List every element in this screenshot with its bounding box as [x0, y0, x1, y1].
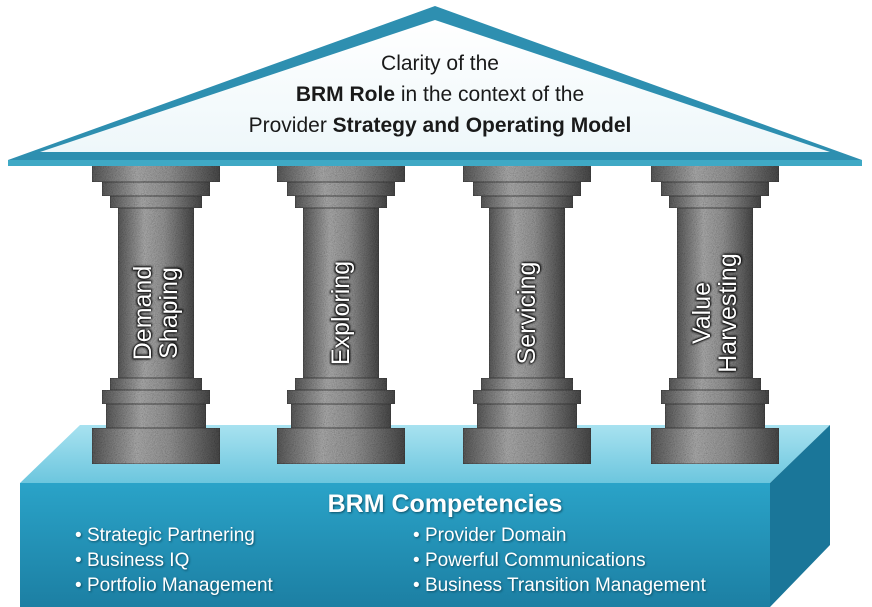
- list-item: Strategic Partnering: [75, 523, 273, 548]
- roof-caption: Clarity of the BRM Role in the context o…: [140, 48, 740, 141]
- roof-line-3: Provider Strategy and Operating Model: [140, 110, 740, 141]
- pillar-2-line-1: Exploring: [327, 260, 355, 366]
- pillar-3-shaft: [488, 207, 566, 379]
- pillars-group: [91, 159, 780, 465]
- pillar-4-capital-neck: [668, 195, 762, 209]
- pillar-2-plinth: [276, 427, 406, 465]
- pillar-4-line-1: Value: [688, 281, 716, 345]
- list-item: Business Transition Management: [413, 573, 706, 598]
- pillar-2-base-ring-2: [286, 389, 396, 405]
- pillar-2-capital-neck: [294, 195, 388, 209]
- list-item: Portfolio Management: [75, 573, 273, 598]
- pillar-4: [650, 159, 780, 465]
- pillar-1-capital-neck: [109, 195, 203, 209]
- pillar-4-base-torus: [664, 403, 766, 429]
- roof-line-2: BRM Role in the context of the: [140, 79, 740, 110]
- pillar-4-capital-ring: [660, 181, 770, 197]
- roof-line-3-bold: Strategy and Operating Model: [332, 114, 632, 137]
- pillar-3-capital-neck: [480, 195, 574, 209]
- pillar-2: [276, 159, 406, 465]
- pillar-label-servicing: Servicing: [497, 238, 557, 388]
- pillar-3-plinth: [462, 427, 592, 465]
- list-item: Provider Domain: [413, 523, 706, 548]
- pillar-3-capital-ring: [472, 181, 582, 197]
- pillar-3-base-ring-2: [472, 389, 582, 405]
- list-item: Powerful Communications: [413, 548, 706, 573]
- list-item: Business IQ: [75, 548, 273, 573]
- pillar-3: [462, 159, 592, 465]
- competencies-right-list: Provider Domain Powerful Communications …: [413, 523, 706, 598]
- pillar-4-line-2: Harvesting: [714, 253, 742, 373]
- pillar-4-base-ring-2: [660, 389, 770, 405]
- pillar-1: [91, 159, 221, 465]
- base-title: BRM Competencies: [327, 490, 563, 518]
- pillar-3-base-torus: [476, 403, 578, 429]
- pillar-1-line-1: Demand: [129, 265, 157, 361]
- pillar-label-exploring: Exploring: [311, 238, 371, 388]
- roof-line-1: Clarity of the: [381, 52, 499, 75]
- pillar-3-line-1: Servicing: [513, 261, 541, 365]
- roof: [8, 6, 862, 166]
- pillar-4-plinth: [650, 427, 780, 465]
- pillar-1-base-torus: [105, 403, 207, 429]
- pillar-2-shaft: [302, 207, 380, 379]
- pillar-1-shaft: [117, 207, 195, 379]
- pillar-1-line-2: Shaping: [155, 267, 183, 359]
- pillar-1-plinth: [91, 427, 221, 465]
- pillar-2-capital-ring: [286, 181, 396, 197]
- pillar-1-base-ring-2: [101, 389, 211, 405]
- competencies-left-list: Strategic Partnering Business IQ Portfol…: [75, 523, 273, 598]
- pillar-1-capital-ring: [101, 181, 211, 197]
- pillar-2-base-torus: [290, 403, 392, 429]
- roof-line-3-plain: Provider: [248, 114, 333, 137]
- roof-line-2-rest: in the context of the: [395, 83, 585, 106]
- roof-line-2-bold: BRM Role: [295, 83, 396, 106]
